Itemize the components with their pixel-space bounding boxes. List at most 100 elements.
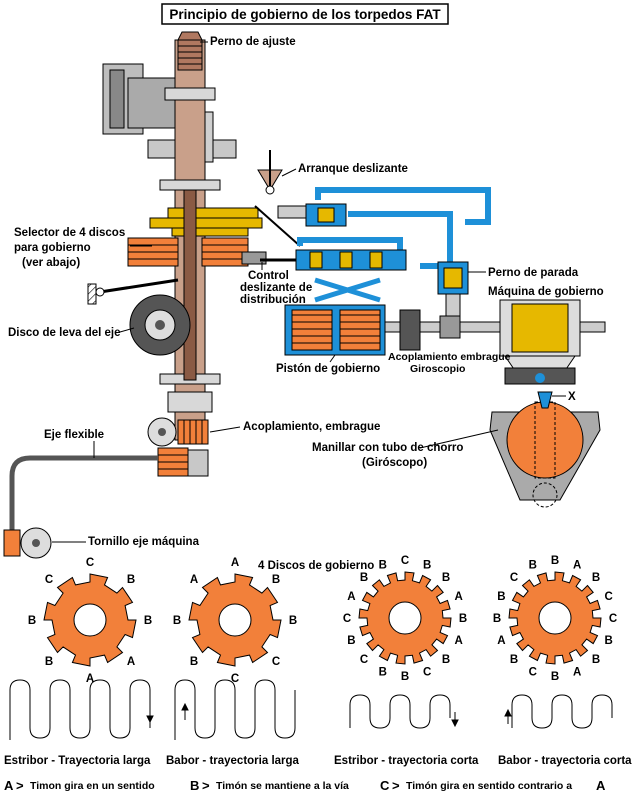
disc-letter: C [343,613,351,625]
disc-letter: C [529,667,537,679]
label-perno-ajuste: Perno de ajuste [210,36,296,48]
disc-hole [388,601,422,635]
disc-letter: A [454,635,462,647]
label-control-2: deslizante de [240,282,312,294]
trajectory-4 [511,694,613,729]
disc-letter: A [86,673,94,685]
disc-letter: A [127,656,135,668]
trajectory-2 [174,679,296,740]
disc-letter: B [493,613,501,625]
label-piston: Pistón de gobierno [276,363,380,375]
disc-letter: B [289,615,297,627]
disc-letter: A [497,635,505,647]
disc-letter: C [401,555,409,567]
disc-letter: C [609,613,617,625]
disc-letter: C [510,572,518,584]
disc-letter: C [272,656,280,668]
caption-3: Estribor - trayectoria corta [334,755,479,767]
labels: Perno de ajuste Arranque deslizante Sele… [8,36,604,572]
disc-letter: B [28,615,36,627]
label-acopl-giro-2: Giroscopio [410,363,465,375]
disc-letter: B [592,572,600,584]
disc-letter: C [45,574,53,586]
caption-2: Babor - trayectoria larga [166,755,300,767]
disc-letter: B [442,572,450,584]
disc-letter: B [551,671,559,683]
disc-letter: A [347,591,355,603]
disc-letter: C [423,667,431,679]
gyro-sphere [506,401,584,479]
steering-disc-1: C B B A A B B C [28,557,152,685]
legend-text-c: Timón gira en sentido contrario a [406,780,572,792]
legend-key-c: C [380,778,390,793]
label-maquina: Máquina de gobierno [488,286,604,298]
disc-letter: B [529,559,537,571]
disc-hole [73,603,107,637]
disc-letter: B [423,559,431,571]
disc-letter: C [360,654,368,666]
caption-1: Estribor - Trayectoria larga [4,755,151,767]
title-box [161,3,449,25]
disc-hole [218,603,252,637]
label-disco-leva: Disco de leva del eje [8,327,121,339]
yellow-plate-top [167,207,259,219]
disc-letter: C [86,557,94,569]
title: Principio de gobierno de los torpedos FA… [169,7,441,22]
yellow-plate-bottom [149,217,263,229]
label-acopl-giro-1: Acoplamiento embrague [388,351,511,363]
disc-letter: B [360,572,368,584]
disc-letter: B [190,656,198,668]
label-arranque: Arranque deslizante [298,163,408,175]
trajectory-1 [9,679,151,740]
disc-letter: B [272,574,280,586]
disc-letter: B [551,555,559,567]
label-discos-gobierno: 4 Discos de gobierno [258,560,374,572]
disc-letter: B [604,635,612,647]
label-tornillo: Tornillo eje máquina [88,536,200,548]
trajectories [9,679,613,740]
adjusting-bolt [177,31,203,41]
legend-text-a: Timon gira en un sentido [30,780,155,792]
disc-letter: A [454,591,462,603]
disc-hole [538,601,572,635]
disc-letter: B [401,671,409,683]
legend-text-b: Timón se mantiene a la vía [216,780,349,792]
disc-letter: B [379,667,387,679]
label-perno-parada: Perno de parada [488,267,579,279]
legend-key-b: B [190,778,199,793]
disc-letter: A [573,559,581,571]
disc-letter: B [459,613,467,625]
disc-letter: A [231,557,239,569]
disc-letter: B [173,615,181,627]
disc-letter: C [231,673,239,685]
label-x: X [568,391,576,403]
legend: A > Timon gira en un sentido B > Timón s… [4,778,606,793]
disc-letter: B [127,574,135,586]
label-manillar-1: Manillar con tubo de chorro [312,442,463,454]
hydraulic-circuit [297,187,491,269]
disc-letter: B [379,559,387,571]
legend-gt-b: > [202,778,210,793]
legend-suffix-c: A [596,778,606,793]
flexible-shaft [9,455,158,540]
disc-letter: B [45,656,53,668]
disc-letter: B [347,635,355,647]
label-selector-2: para gobierno [14,242,91,254]
mechanism [3,31,606,559]
disc-letter: C [604,591,612,603]
disc-letter: B [592,654,600,666]
label-acopl-embrague: Acoplamiento, embrague [243,421,380,433]
label-control-3: distribución [240,294,306,306]
trajectory-3 [349,694,451,729]
disc-letter: B [510,654,518,666]
disc-letter: B [442,654,450,666]
disc-letter: B [144,615,152,627]
legend-gt-a: > [16,778,24,793]
legend-key-a: A [4,778,14,793]
legend-gt-c: > [392,778,400,793]
label-manillar-2: (Giróscopo) [362,457,427,469]
